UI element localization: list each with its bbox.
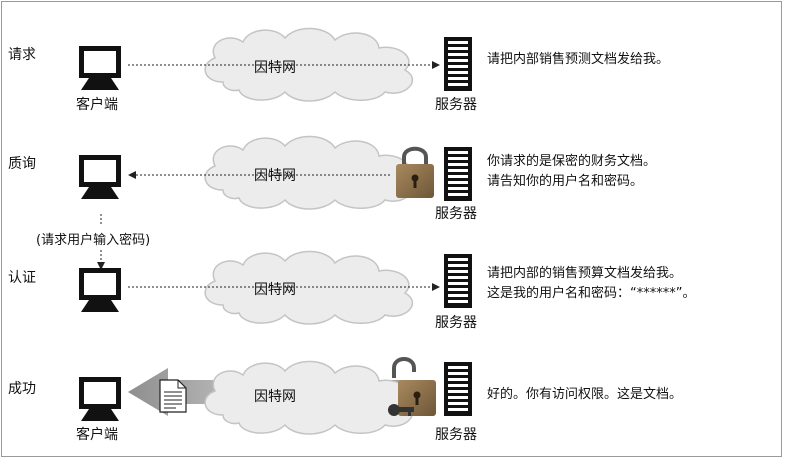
message-line: 请把内部的销售预算文档发给我。 [487,266,683,281]
step-label-request: 请求 [8,47,36,63]
message-line: 请把内部销售预测文档发给我。 [487,52,670,67]
internet-cloud-3 [204,250,414,325]
message-line: 请告知你的用户名和密码。 [487,174,644,189]
challenge-message: 你请求的是保密的财务文档。 请告知你的用户名和密码。 [487,152,656,192]
internet-label: 因特网 [254,282,296,298]
internet-label: 因特网 [254,389,296,405]
auth-message: 请把内部的销售预算文档发给我。 这是我的用户名和密码：“******”。 [487,264,695,304]
client-label: 客户端 [76,97,118,113]
client-computer-icon [79,46,121,90]
server-icon [444,362,472,416]
step-label-success: 成功 [8,381,36,397]
arrow-left-icon [128,171,136,179]
server-label: 服务器 [435,97,477,113]
server-label: 服务器 [435,427,477,443]
client-computer-icon [79,268,121,312]
arrow-right-icon [432,283,440,291]
step-label-auth: 认证 [8,270,36,286]
arrow-down-icon [97,262,105,270]
client-computer-icon [79,377,121,421]
message-line: 好的。你有访问权限。这是文档。 [487,387,683,402]
client-computer-icon [79,155,121,199]
server-icon [444,37,472,91]
client-label: 客户端 [76,427,118,443]
internet-cloud-4 [204,360,414,435]
server-icon [444,254,472,308]
request-message: 请把内部销售预测文档发给我。 [487,50,669,70]
server-label: 服务器 [435,315,477,331]
internet-cloud-2 [204,135,414,210]
server-icon [444,147,472,201]
arrow-right-icon [432,61,440,69]
server-label: 服务器 [435,206,477,222]
step-label-challenge: 质询 [8,156,36,172]
message-line: 你请求的是保密的财务文档。 [487,154,657,169]
document-icon [159,379,187,413]
password-prompt-note: (请求用户输入密码) [36,233,151,248]
internet-label: 因特网 [254,60,296,76]
key-icon [388,404,414,416]
locked-padlock-icon [396,146,434,198]
success-message: 好的。你有访问权限。这是文档。 [487,385,682,405]
internet-label: 因特网 [254,168,296,184]
message-line: 这是我的用户名和密码：“******”。 [487,286,696,301]
